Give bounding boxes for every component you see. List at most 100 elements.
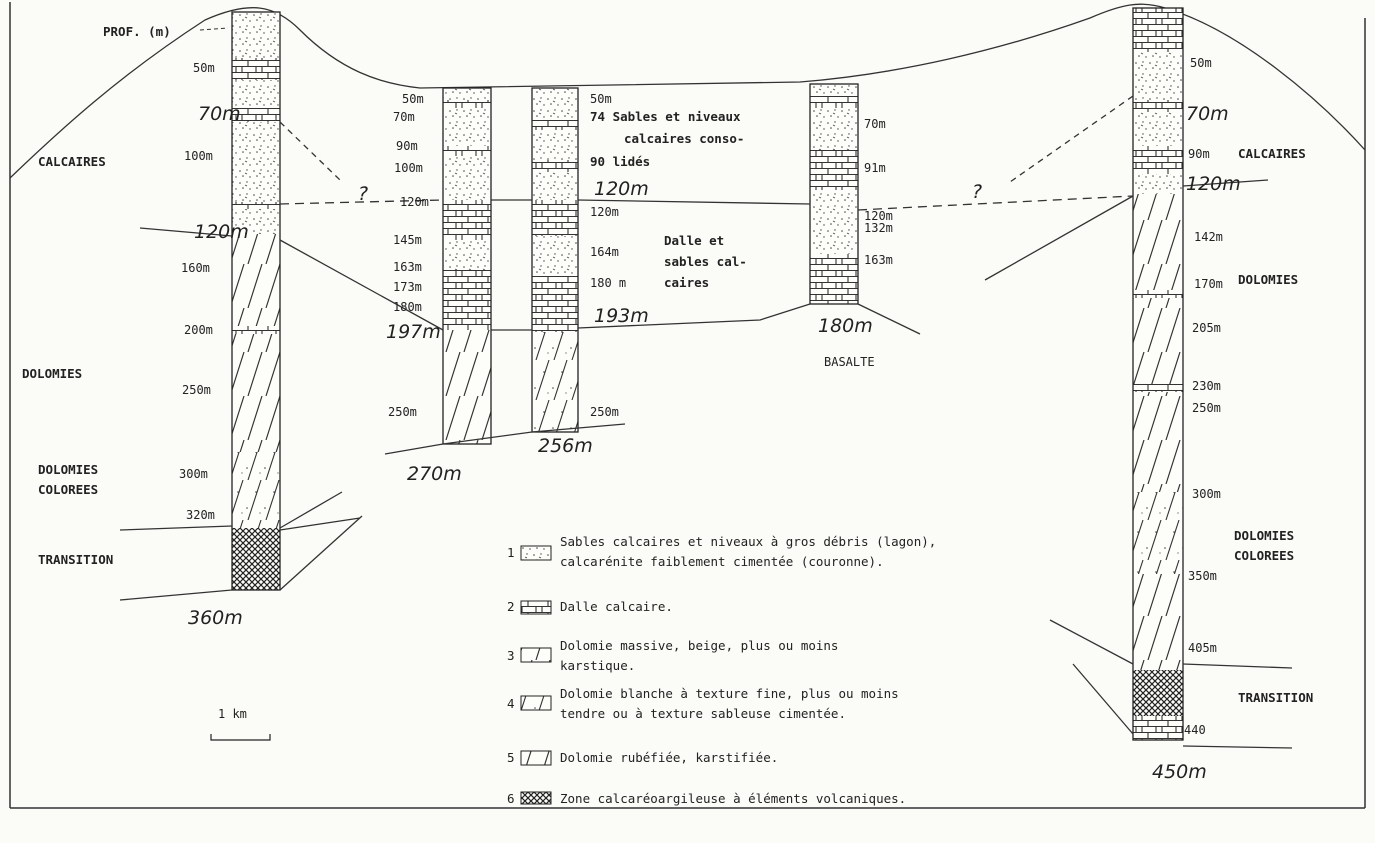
depth-label: 180m xyxy=(393,300,422,314)
depth-label: 250m xyxy=(1192,401,1221,415)
legend-swatch-dolomie-blanche xyxy=(521,696,551,710)
depth-label: 70m xyxy=(864,117,886,131)
label-dolomies-colorees-right-1: DOLOMIES xyxy=(1234,528,1294,543)
depth-label: 180m xyxy=(818,315,873,337)
legend-text: calcarénite faiblement cimentée (couronn… xyxy=(560,554,884,569)
depth-label: 205m xyxy=(1192,321,1221,335)
legend-number: 5 xyxy=(507,750,515,765)
label-basalte: BASALTE xyxy=(824,355,875,369)
scale-label: 1 km xyxy=(218,707,247,721)
depth-label: 120m xyxy=(594,178,649,200)
depth-label: 350m xyxy=(1188,569,1217,583)
legend-swatch-sand xyxy=(521,546,551,560)
depth-label: 50m xyxy=(1190,56,1212,70)
depth-label: 450m xyxy=(1152,761,1207,783)
legend-number: 1 xyxy=(507,545,515,560)
depth-label: 163m xyxy=(393,260,422,274)
depth-label: 173m xyxy=(393,280,422,294)
depth-label: 250m xyxy=(590,405,619,419)
depth-label: 170m xyxy=(1194,277,1223,291)
depth-label: 100m xyxy=(184,149,213,163)
depth-label: 70m xyxy=(1186,103,1229,125)
depth-label: 70m xyxy=(393,110,415,124)
label-transition-right: TRANSITION xyxy=(1238,690,1313,705)
depth-label: 300m xyxy=(1192,487,1221,501)
legend-number: 3 xyxy=(507,648,515,663)
note-sables-line3: 90 lidés xyxy=(590,154,650,169)
legend-number: 2 xyxy=(507,599,515,614)
legend-text: karstique. xyxy=(560,658,635,673)
depth-label: 120m xyxy=(590,205,619,219)
legend-swatch-zone xyxy=(521,792,551,804)
legend-number: 6 xyxy=(507,791,515,806)
depth-label: 120m xyxy=(1186,173,1241,195)
depth-label: 197m xyxy=(386,321,441,343)
scale-bar: 1 km xyxy=(211,707,270,740)
depth-label: 91m xyxy=(864,161,886,175)
legend-swatch-dalle xyxy=(521,601,551,614)
depth-label: 50m xyxy=(402,92,424,106)
depth-label: 164m xyxy=(590,245,619,259)
depth-label: 163m xyxy=(864,253,893,267)
legend-text: Dolomie blanche à texture fine, plus ou … xyxy=(560,686,899,701)
note-dalle-line3: caires xyxy=(664,275,709,290)
depth-label: 160m xyxy=(181,261,210,275)
log-column-2 xyxy=(443,88,491,444)
depth-label: 145m xyxy=(393,233,422,247)
depth-label: 270m xyxy=(407,463,462,485)
depth-label: 230m xyxy=(1192,379,1221,393)
legend-text: Zone calcaréoargileuse à éléments volcan… xyxy=(560,791,906,806)
note-dalle-line2: sables cal- xyxy=(664,254,747,269)
depth-label: 120m xyxy=(400,195,429,209)
depth-label: 132m xyxy=(864,221,893,235)
depth-label: 250m xyxy=(182,383,211,397)
depth-label: 193m xyxy=(594,305,649,327)
label-dolomies-right: DOLOMIES xyxy=(1238,272,1298,287)
depth-label: 180 m xyxy=(590,276,626,290)
legend-text: Sables calcaires et niveaux à gros débri… xyxy=(560,534,936,549)
label-dolomies-colorees-left-2: COLOREES xyxy=(38,482,98,497)
note-sables-line2: calcaires conso- xyxy=(624,131,744,146)
depth-label: 90m xyxy=(1188,147,1210,161)
depth-label: 100m xyxy=(394,161,423,175)
legend-swatch-dolomie-rubefiee xyxy=(521,751,551,765)
depth-label: 440 xyxy=(1184,723,1206,737)
depth-label: 142m xyxy=(1194,230,1223,244)
legend-swatch-dolomie-massive xyxy=(521,648,551,662)
depth-label: 300m xyxy=(179,467,208,481)
uncertain-correlation-right: ? xyxy=(972,181,982,203)
legend-text: Dalle calcaire. xyxy=(560,599,673,614)
uncertain-correlation-left: ? xyxy=(358,183,368,205)
legend-text: tendre ou à texture sableuse cimentée. xyxy=(560,706,846,721)
depth-label: 70m xyxy=(198,103,241,125)
log-column-5 xyxy=(1133,8,1183,740)
legend: 1 Sables calcaires et niveaux à gros déb… xyxy=(507,534,936,806)
legend-text: Dolomie rubéfiée, karstifiée. xyxy=(560,750,778,765)
depth-label: 250m xyxy=(388,405,417,419)
depth-label: 360m xyxy=(188,607,243,629)
depth-label: 50m xyxy=(590,92,612,106)
log-column-3 xyxy=(532,88,578,432)
depth-label: 90m xyxy=(396,139,418,153)
label-dolomies-left: DOLOMIES xyxy=(22,366,82,381)
depth-header: PROF. (m) xyxy=(103,24,171,39)
depth-label: 405m xyxy=(1188,641,1217,655)
label-dolomies-colorees-left-1: DOLOMIES xyxy=(38,462,98,477)
legend-number: 4 xyxy=(507,696,515,711)
depth-label: 120m xyxy=(194,221,249,243)
label-dolomies-colorees-right-2: COLOREES xyxy=(1234,548,1294,563)
depth-label: 320m xyxy=(186,508,215,522)
note-dalle-line1: Dalle et xyxy=(664,233,724,248)
log-column-4 xyxy=(810,84,858,304)
legend-text: Dolomie massive, beige, plus ou moins xyxy=(560,638,838,653)
depth-label: 50m xyxy=(193,61,215,75)
label-transition-left: TRANSITION xyxy=(38,552,113,567)
log-column-1 xyxy=(232,12,280,590)
label-calcaires-right: CALCAIRES xyxy=(1238,146,1306,161)
note-sables-line1: 74 Sables et niveaux xyxy=(590,109,741,124)
label-calcaires-left: CALCAIRES xyxy=(38,154,106,169)
depth-label: 256m xyxy=(538,435,593,457)
depth-label: 200m xyxy=(184,323,213,337)
